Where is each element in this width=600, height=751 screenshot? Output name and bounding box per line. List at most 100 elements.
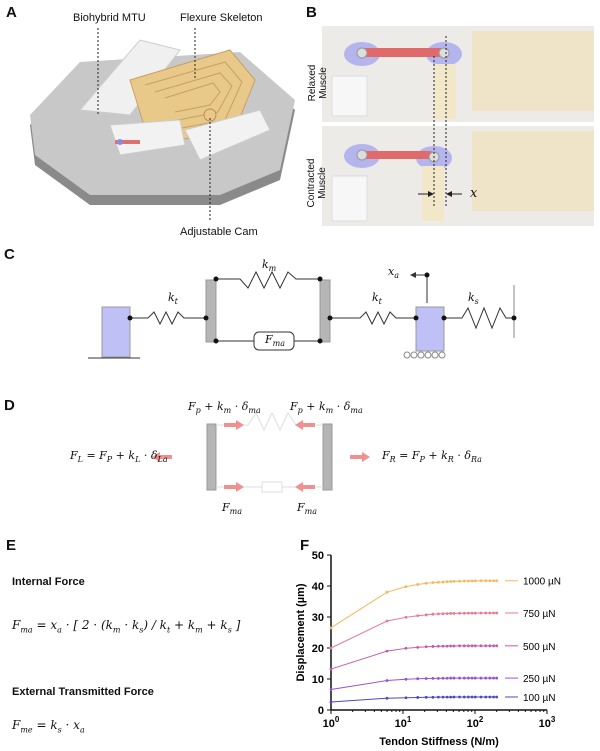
data-point <box>492 644 495 648</box>
data-point <box>492 611 495 615</box>
data-point <box>479 676 483 680</box>
data-point <box>488 644 492 648</box>
data-point <box>479 579 483 583</box>
data-point <box>467 611 470 615</box>
data-point <box>445 644 449 648</box>
data-point <box>488 579 492 583</box>
x-tick-label: 103 <box>539 715 556 730</box>
data-point <box>436 676 440 680</box>
data-point <box>404 677 408 681</box>
data-point <box>488 695 492 699</box>
data-point <box>449 580 453 583</box>
data-point <box>431 581 435 584</box>
data-point <box>470 676 474 680</box>
label-d-top-right: Fp + km · δma <box>290 400 363 416</box>
data-point <box>441 580 445 584</box>
y-tick-label: 20 <box>312 643 324 655</box>
y-tick-label: 30 <box>312 612 324 624</box>
data-point <box>458 579 461 583</box>
data-point <box>441 676 445 680</box>
data-point <box>385 649 389 653</box>
data-point <box>473 676 477 680</box>
data-point <box>441 644 445 648</box>
data-point <box>495 579 499 583</box>
label-adjustable-cam: Adjustable Cam <box>180 226 258 238</box>
label-d-bottom-right: Fma <box>297 501 317 517</box>
data-point <box>385 679 389 682</box>
data-point <box>441 612 445 616</box>
label-displacement-x: x <box>470 186 478 201</box>
data-point <box>452 676 456 680</box>
legend-label: 250 µN <box>523 674 555 685</box>
data-point <box>495 676 499 680</box>
data-point <box>445 612 449 615</box>
data-point <box>416 677 420 681</box>
label-fma: Fma <box>265 333 285 349</box>
data-point <box>484 676 488 680</box>
y-axis-label: Displacement (µm) <box>295 583 307 681</box>
panel-a-leader-lines <box>97 28 211 222</box>
data-point <box>479 611 483 615</box>
data-point <box>404 646 408 650</box>
data-point <box>467 644 470 648</box>
data-point <box>462 644 466 648</box>
data-point <box>470 579 474 583</box>
legend-label: 500 µN <box>523 642 555 653</box>
y-tick-label: 0 <box>318 705 324 717</box>
series-line <box>330 580 497 629</box>
data-point <box>458 644 461 648</box>
data-point <box>329 667 333 671</box>
external-force-equation: Fme = ks · xa <box>12 718 85 735</box>
y-tick-label: 40 <box>312 581 324 593</box>
data-point <box>329 646 333 650</box>
label-flexure-skeleton: Flexure Skeleton <box>180 12 263 24</box>
data-point <box>467 695 470 699</box>
data-point <box>329 626 333 630</box>
data-point <box>462 611 466 615</box>
x-tick-label: 101 <box>395 715 412 730</box>
data-point <box>449 644 453 648</box>
data-point <box>467 676 470 680</box>
data-point <box>424 695 428 699</box>
data-point <box>484 611 488 615</box>
label-d-right: FR = FP + kR · δRa <box>382 449 482 465</box>
data-point <box>470 644 474 648</box>
series-line <box>330 645 497 670</box>
data-point <box>479 644 483 648</box>
data-point <box>488 676 492 680</box>
data-point <box>385 590 389 594</box>
panel-label-e: E <box>6 537 17 554</box>
label-d-bottom-left: Fma <box>222 501 242 517</box>
panel-label-c: C <box>4 246 15 263</box>
data-point <box>458 695 461 699</box>
data-point <box>495 611 499 615</box>
data-point <box>436 612 440 616</box>
label-xa: xa <box>388 265 399 281</box>
data-point <box>424 677 428 680</box>
data-point <box>470 611 474 615</box>
data-point <box>495 644 499 648</box>
data-point <box>431 676 435 680</box>
data-point <box>484 579 488 583</box>
data-point <box>452 695 456 699</box>
data-point <box>441 695 445 699</box>
data-point <box>488 611 492 615</box>
panel-label-a: A <box>6 4 17 21</box>
data-point <box>416 583 420 586</box>
data-point <box>416 614 420 618</box>
data-point <box>458 676 461 680</box>
data-point <box>329 688 333 691</box>
data-point <box>436 580 440 584</box>
data-point <box>492 676 495 680</box>
data-point <box>385 696 389 700</box>
data-point <box>452 579 456 583</box>
data-point <box>484 644 488 648</box>
series-line <box>330 612 497 649</box>
data-point <box>424 581 428 585</box>
data-point <box>449 612 453 615</box>
panel-label-f: F <box>300 537 310 554</box>
data-point <box>462 579 466 583</box>
y-tick-label: 10 <box>312 674 324 686</box>
mechanical-model-diagram <box>88 270 517 359</box>
